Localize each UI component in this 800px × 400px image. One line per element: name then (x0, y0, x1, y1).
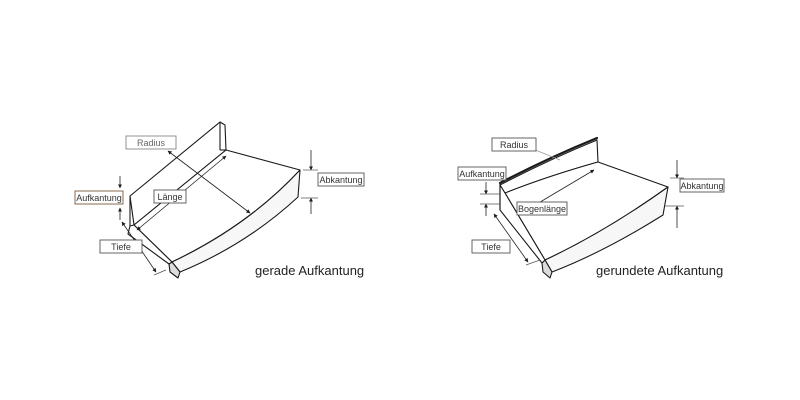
label-abkantung-box (317, 172, 365, 187)
caption-rounded: gerundete Aufkantung (596, 263, 723, 278)
label-laenge-box (153, 189, 187, 204)
label-laenge-straight: Länge (153, 189, 187, 204)
label-radius-box (125, 135, 177, 150)
dimension-upstand-rounded (480, 182, 500, 216)
label-abkantung-text: Abkantung (680, 181, 723, 191)
label-aufkantung-text: Aufkantung (459, 169, 505, 179)
diagram-rounded-upstand: Radius Aufkantung Bogenlänge Abkantun (457, 136, 725, 279)
caption-straight: gerade Aufkantung (255, 263, 364, 278)
radius-leader-rounded (532, 148, 561, 161)
diagram-straight-upstand: Radius Aufkantung Länge Abkantung (74, 121, 365, 279)
label-laenge-text: Länge (157, 192, 182, 202)
label-aufkantung-rounded: Aufkantung (457, 166, 507, 181)
label-radius-text: Radius (500, 140, 529, 150)
label-bogenlaenge-text: Bogenlänge (518, 204, 566, 214)
label-tiefe-rounded: Tiefe (471, 239, 511, 254)
label-tiefe-straight: Tiefe (99, 239, 143, 254)
label-abkantung-straight: Abkantung (317, 172, 365, 187)
sill-front-face (171, 169, 301, 273)
label-radius-text: Radius (137, 138, 166, 148)
depth-ext (153, 269, 167, 276)
depth-line-rounded (493, 213, 529, 263)
label-tiefe-text: Tiefe (481, 242, 501, 252)
sill-front-face-rounded (544, 186, 669, 273)
label-radius-rounded: Radius (491, 137, 537, 152)
label-aufkantung-box (457, 166, 507, 181)
label-abkantung-box (679, 178, 725, 193)
label-bogenlaenge-box (516, 201, 568, 216)
label-abkantung-rounded: Abkantung (679, 178, 725, 193)
dimension-depth-rounded (493, 213, 541, 266)
label-aufkantung-text: Aufkantung (76, 193, 122, 203)
label-radius-straight: Radius (125, 135, 177, 150)
label-abkantung-text: Abkantung (319, 175, 362, 185)
label-radius-box (491, 137, 537, 152)
depth-ext-rounded (525, 259, 541, 266)
label-aufkantung-straight: Aufkantung (74, 190, 124, 205)
label-aufkantung-box (74, 190, 124, 205)
curved-upstand-top-edge (498, 136, 599, 185)
label-tiefe-box (99, 239, 143, 254)
label-tiefe-box (471, 239, 511, 254)
dimension-fold-rounded (665, 160, 684, 228)
dimension-fold-straight (301, 150, 318, 214)
label-bogenlaenge-rounded: Bogenlänge (516, 201, 568, 216)
label-tiefe-text: Tiefe (111, 242, 131, 252)
